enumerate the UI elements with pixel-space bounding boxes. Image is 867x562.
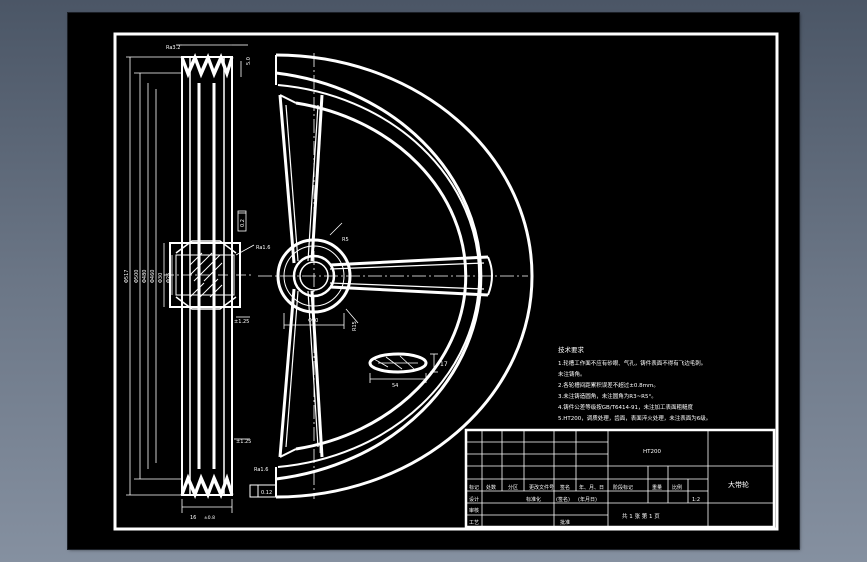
dim-left-2: Φ480 (142, 270, 148, 283)
dim-hole-w: 54 (392, 383, 398, 389)
section-view (126, 44, 255, 513)
notes-line-2: 2.各轮槽间距累积误差不超过±0.8mm。 (558, 381, 659, 389)
tb-sheet: 共 1 张 第 1 页 (622, 512, 660, 520)
dim-left-3: Φ460 (150, 270, 156, 283)
tb-design: 设计 (469, 496, 479, 503)
dimension-texts: Ra3.2 5.0 Ra1.6 ±1.25 ±1.25 Ra1.6 0.12 1… (124, 45, 448, 521)
tb-standard: 标准化 (526, 496, 541, 503)
dim-spoke-r: R5 (342, 237, 349, 243)
tb-header-1: 处数 (486, 484, 496, 491)
tb-header-2: 分区 (508, 484, 518, 491)
notes-line-4: 4.铸件公差等级按GB/T6414-91，未注加工表面粗糙度 (558, 403, 693, 411)
dim-hub-ra: Ra1.6 (256, 245, 270, 251)
notes-line-3: 3.未注铸造圆角，未注圆角为R3~R5°。 (558, 392, 657, 400)
dim-bottom-ra: Ra1.6 (254, 467, 268, 473)
notes-title: 技术要求 (558, 345, 585, 354)
tb-scale: 1:2 (692, 497, 700, 503)
outer-frame (113, 32, 779, 531)
notes-line-1: 未注铸角。 (558, 370, 586, 378)
notes-line-5: 5.HT200，调质处理，齿面，表面淬火处理，未注表面为6级。 (558, 414, 711, 422)
dim-tol-small: ±0.8 (204, 515, 215, 521)
dim-keyway: 17 (440, 361, 448, 368)
tb-header-5: 年、月、日 (579, 484, 604, 491)
tb-stage-2: 比例 (672, 484, 682, 491)
tb-stage-1: 重量 (652, 484, 662, 491)
drawing-canvas[interactable]: Ra3.2 5.0 Ra1.6 ±1.25 ±1.25 Ra1.6 0.12 1… (68, 13, 799, 549)
dim-top-ra: Ra3.2 (166, 45, 180, 51)
tb-approve: 批准 (560, 519, 570, 526)
dim-bottom-len: 16 (190, 515, 196, 521)
front-view (258, 53, 534, 499)
dim-tol-2: ±1.25 (236, 439, 251, 445)
tb-stage-0: 阶段标记 (613, 484, 633, 491)
tb-sign: (签名) (556, 496, 570, 503)
dim-top-note: 5.0 (246, 57, 252, 65)
dim-center-tol: 0.2 (240, 219, 246, 227)
tb-material: HT200 (643, 449, 661, 455)
tb-process: 工艺 (469, 520, 479, 526)
tb-review: 审核 (469, 507, 479, 514)
tb-part-name: 大带轮 (728, 480, 749, 489)
tb-header-0: 标记 (469, 484, 479, 491)
dim-angle-r: R15 (352, 321, 358, 331)
dim-left-4: Φ30 (158, 273, 164, 283)
dim-left-1: Φ500 (134, 270, 140, 283)
dim-tol-1: ±1.25 (234, 319, 249, 325)
notes-line-0: 1.轮槽工作面不应有砂眼、气孔，铸件表面不得有飞边毛刺。 (558, 359, 706, 367)
tb-date: (年月日) (578, 496, 597, 503)
dim-hub-dia: Φ90 (308, 318, 318, 324)
title-block: HT200 大带轮 标记 处数 分区 更改文件号 签名 年、月、日 设计 标准化… (464, 428, 776, 529)
dim-left-0: Φ517 (124, 270, 130, 283)
cad-viewport[interactable]: Ra3.2 5.0 Ra1.6 ±1.25 ±1.25 Ra1.6 0.12 1… (68, 13, 799, 549)
tb-header-3: 更改文件号 (529, 484, 554, 491)
technical-notes: 技术要求 1.轮槽工作面不应有砂眼、气孔，铸件表面不得有飞边毛刺。 未注铸角。 … (558, 345, 711, 422)
dim-tol-box: 0.12 (261, 490, 272, 496)
dim-left-5: Φ25 (166, 273, 172, 283)
tb-header-4: 签名 (560, 484, 570, 491)
